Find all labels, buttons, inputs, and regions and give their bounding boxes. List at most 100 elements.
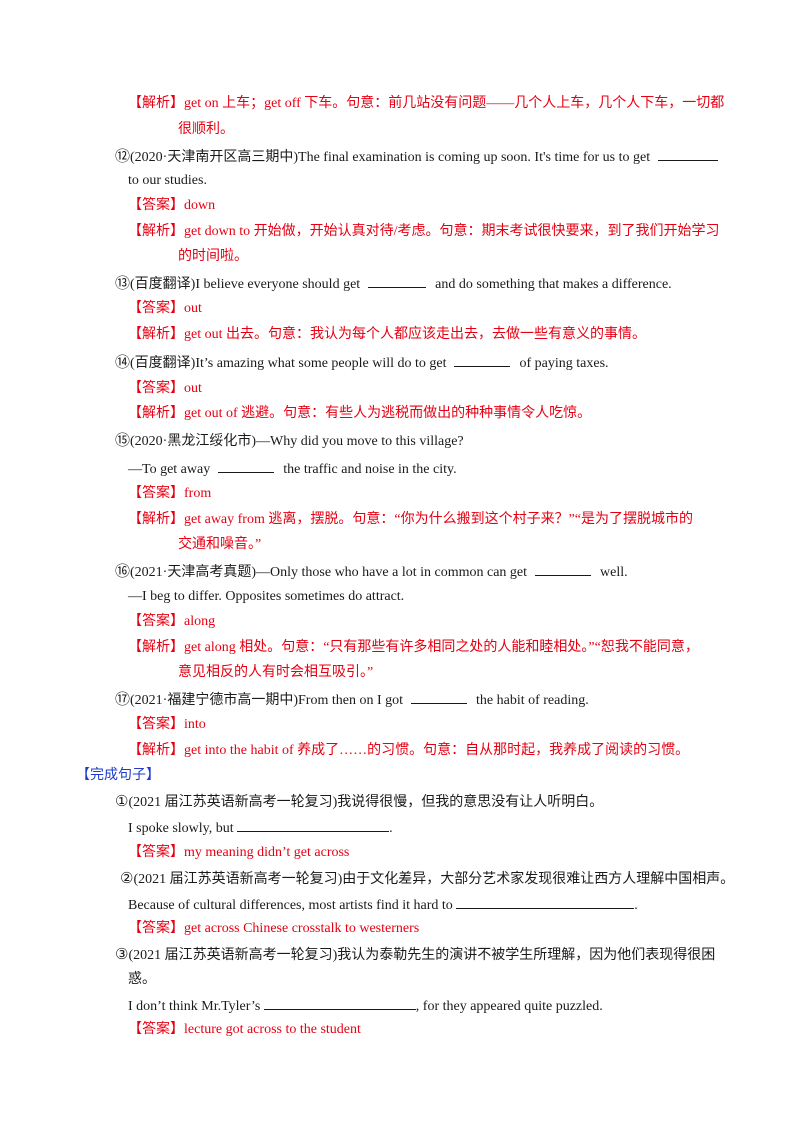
answer-label: 【答案】 <box>128 921 184 936</box>
answer-text: along <box>184 614 216 629</box>
analysis-text: get into the habit of 养成了……的习惯。句意：自从那时起，… <box>184 743 690 758</box>
sentence-1: ①(2021 届江苏英语新高考一轮复习)我说得很慢，但我的意思没有让人听明白。 <box>115 793 603 812</box>
question-text-after: and do something that makes a difference… <box>435 277 672 292</box>
analysis-text: get down to 开始做，开始认真对待/考虑。句意：期末考试很快要来，到了… <box>184 224 720 239</box>
answer-text: out <box>184 301 202 316</box>
question-12-line2: to our studies. <box>128 173 207 188</box>
question-text: —Why did you move to this village? <box>256 434 464 449</box>
answer-blank[interactable] <box>454 353 511 367</box>
analysis-text: get out 出去。句意：我认为每个人都应该走出去，去做一些有意义的事情。 <box>184 327 646 342</box>
sentence-end: , for they appeared quite puzzled. <box>415 999 603 1014</box>
question-source: (百度翻译) <box>130 356 196 371</box>
analysis-16-line2: 意见相反的人有时会相互吸引。” <box>178 665 374 680</box>
question-15-line2: —To get away the traffic and noise in th… <box>128 459 457 479</box>
sentence-source: (2021 届江苏英语新高考一轮复习) <box>128 795 338 810</box>
analysis-15-line2: 交通和噪音。” <box>178 537 262 552</box>
question-source: (2020·黑龙江绥化市) <box>130 434 257 449</box>
analysis-label: 【解析】 <box>128 640 184 655</box>
answer-blank[interactable] <box>410 690 467 704</box>
sentence-1-answer: 【答案】my meaning didn’t get across <box>128 844 349 862</box>
question-number: ⑯ <box>115 564 131 580</box>
analysis-11-line2: 很顺利。 <box>178 122 234 137</box>
analysis-text: get away from 逃离，摆脱。句意：“你为什么搬到这个村子来？”“是为… <box>184 512 693 527</box>
question-text: It’s amazing what some people will do to… <box>195 356 447 371</box>
answer-14: 【答案】out <box>128 380 202 398</box>
answer-16: 【答案】along <box>128 613 215 631</box>
section-title: 【完成句子】 <box>76 768 160 783</box>
analysis-label: 【解析】 <box>128 512 184 527</box>
analysis-label: 【解析】 <box>128 224 184 239</box>
answer-blank[interactable] <box>456 895 635 909</box>
sentence-number: ① <box>115 794 129 810</box>
answer-text: out <box>184 381 202 396</box>
analysis-12-line1: 【解析】get down to 开始做，开始认真对待/考虑。句意：期末考试很快要… <box>128 223 720 241</box>
analysis-text: get along 相处。句意：“只有那些有许多相同之处的人能和睦相处。”“恕我… <box>184 640 699 655</box>
answer-text: get across Chinese crosstalk to westerne… <box>184 921 420 936</box>
answer-label: 【答案】 <box>128 845 184 860</box>
analysis-13: 【解析】get out 出去。句意：我认为每个人都应该走出去，去做一些有意义的事… <box>128 326 646 344</box>
answer-13: 【答案】out <box>128 300 202 318</box>
analysis-text: get on 上车；get off 下车。句意：前几站没有问题——几个人上车，几… <box>184 96 725 111</box>
answer-blank[interactable] <box>237 818 390 832</box>
question-14: ⑭(百度翻译)It’s amazing what some people wil… <box>115 353 609 373</box>
sentence-english: I don’t think Mr.Tyler’s <box>128 999 261 1014</box>
sentence-1-english: I spoke slowly, but . <box>128 818 393 838</box>
answer-label: 【答案】 <box>128 198 184 213</box>
analysis-12-line2: 的时间啦。 <box>178 249 248 264</box>
question-text: From then on I got <box>298 693 404 708</box>
question-12: ⑫(2020·天津南开区高三期中)The final examination i… <box>115 147 718 167</box>
question-text: I believe everyone should get <box>195 277 361 292</box>
analysis-text: get out of 逃避。句意：有些人为逃税而做出的种种事情令人吃惊。 <box>184 406 592 421</box>
answer-17: 【答案】into <box>128 716 206 734</box>
answer-12: 【答案】down <box>128 197 215 215</box>
sentence-3-english: I don’t think Mr.Tyler’s , for they appe… <box>128 996 603 1016</box>
answer-blank[interactable] <box>217 459 274 473</box>
answer-blank[interactable] <box>263 996 416 1010</box>
sentence-end: . <box>389 821 393 836</box>
answer-label: 【答案】 <box>128 614 184 629</box>
question-text-after: well. <box>600 565 628 580</box>
sentence-2-answer: 【答案】get across Chinese crosstalk to west… <box>128 920 419 938</box>
question-13: ⑬(百度翻译)I believe everyone should get and… <box>115 274 672 294</box>
question-text: —Only those who have a lot in common can… <box>256 565 528 580</box>
question-source: (2021·福建宁德市高一期中) <box>130 693 299 708</box>
question-text: The final examination is coming up soon.… <box>298 150 651 165</box>
answer-blank[interactable] <box>534 562 591 576</box>
analysis-label: 【解析】 <box>128 327 184 342</box>
question-16: ⑯(2021·天津高考真题)—Only those who have a lot… <box>115 562 628 582</box>
question-number: ⑮ <box>115 433 131 449</box>
answer-label: 【答案】 <box>128 486 184 501</box>
answer-blank[interactable] <box>367 274 426 288</box>
sentence-end: . <box>634 898 638 913</box>
sentence-chinese: 我说得很慢，但我的意思没有让人听明白。 <box>337 795 604 810</box>
answer-blank[interactable] <box>657 147 718 161</box>
analysis-11-line1: 【解析】get on 上车；get off 下车。句意：前几站没有问题——几个人… <box>128 95 724 113</box>
question-number: ⑬ <box>115 276 131 292</box>
answer-label: 【答案】 <box>128 381 184 396</box>
answer-text: from <box>184 486 212 501</box>
sentence-2: ②(2021 届江苏英语新高考一轮复习)由于文化差异，大部分艺术家发现很难让西方… <box>120 870 734 889</box>
sentence-2-english: Because of cultural differences, most ar… <box>128 895 638 915</box>
question-source: (2020·天津南开区高三期中) <box>130 150 299 165</box>
answer-text: down <box>184 198 216 213</box>
sentence-english: I spoke slowly, but <box>128 821 234 836</box>
question-17: ⑰(2021·福建宁德市高一期中)From then on I got the … <box>115 690 589 710</box>
sentence-3-answer: 【答案】lecture got across to the student <box>128 1021 361 1039</box>
answer-label: 【答案】 <box>128 1022 184 1037</box>
question-text: —To get away <box>128 462 211 477</box>
question-15: ⑮(2020·黑龙江绥化市)—Why did you move to this … <box>115 432 464 451</box>
answer-text: my meaning didn’t get across <box>184 845 350 860</box>
analysis-label: 【解析】 <box>128 743 184 758</box>
question-source: (2021·天津高考真题) <box>130 565 257 580</box>
analysis-17: 【解析】get into the habit of 养成了……的习惯。句意：自从… <box>128 742 689 760</box>
question-text-after: of paying taxes. <box>519 356 609 371</box>
answer-15: 【答案】from <box>128 485 211 503</box>
question-number: ⑫ <box>115 149 131 165</box>
sentence-3-chinese-line2: 惑。 <box>128 972 156 987</box>
question-text-after: the habit of reading. <box>476 693 589 708</box>
question-text-after: the traffic and noise in the city. <box>283 462 457 477</box>
analysis-label: 【解析】 <box>128 406 184 421</box>
sentence-number: ② <box>120 871 134 887</box>
sentence-chinese: 我认为泰勒先生的演讲不被学生所理解，因为他们表现得很困 <box>337 948 716 963</box>
